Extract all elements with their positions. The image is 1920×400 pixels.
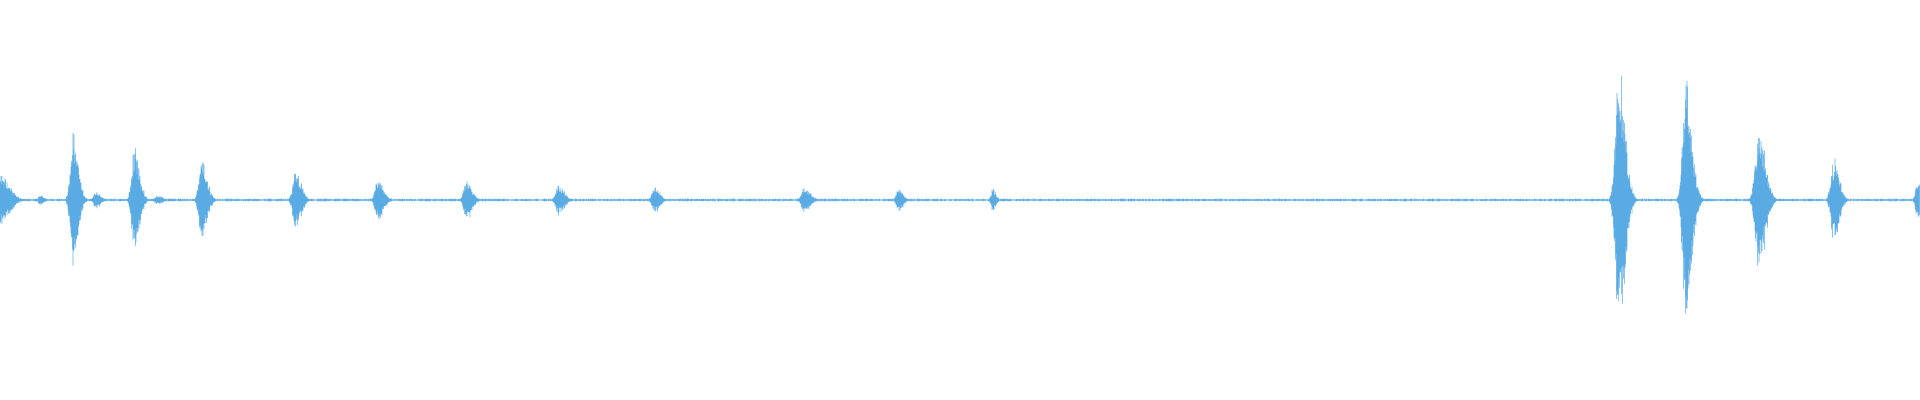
waveform-trace: [0, 75, 1920, 314]
waveform-series: [0, 75, 1920, 314]
